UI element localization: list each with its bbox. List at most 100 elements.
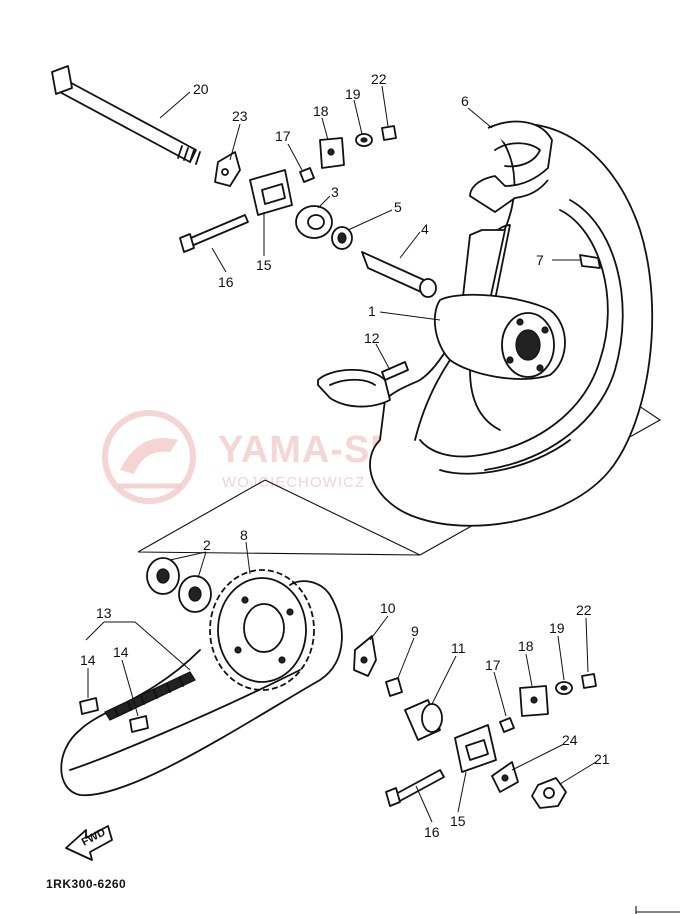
callout-10: 10 [380,600,396,616]
tire-section-top-inner [494,142,541,168]
callout-4: 4 [421,221,429,237]
leader-16a [211,247,227,273]
callout-5: 5 [394,199,402,215]
nut-lower [499,717,515,733]
leader-14b [121,659,139,717]
leader-19a [353,99,363,135]
callout-12: 12 [364,330,380,346]
callout-14: 14 [80,652,96,668]
axle-nut-hole [543,787,555,799]
leader-17b [493,671,507,717]
callout-17: 17 [275,128,291,144]
leader-11 [431,655,457,705]
leader-19b [557,635,565,681]
spoke-lower-2 [469,369,501,431]
collar-face [421,703,443,733]
leader-18a [321,117,329,141]
sprocket [209,569,315,691]
bracket-lower-hole [530,696,538,704]
callout-9: 9 [411,623,419,639]
washer-lower-hole [560,685,568,691]
leader-24 [511,743,565,771]
callout-8: 8 [240,527,248,543]
valve-stem [579,254,601,269]
callout-17: 17 [485,657,501,673]
watermark-logo [102,410,196,504]
cap-nut-top [381,125,397,141]
part-code: 1RK300-6260 [46,877,126,891]
callouts: 20 23 17 18 19 22 6 3 5 4 7 16 15 1 12 2… [80,71,610,840]
chain-joint-1 [79,697,99,715]
leader-lines [85,85,597,823]
leader-8 [245,541,251,575]
wheel-assembly [317,120,654,527]
bolt-small [385,677,403,697]
sprocket-bearing-1-hole [156,568,170,584]
tire-section-top [469,120,553,213]
washer-top-hole [360,137,368,143]
chain-puller-lower [353,635,377,677]
sprocket-bearing-2-hole [188,586,202,602]
callout-7: 7 [536,252,544,268]
stud-bolt [381,361,409,381]
callout-22: 22 [576,602,592,618]
adjuster-block-top-slot [261,183,286,205]
callout-18: 18 [518,638,534,654]
leader-17a [287,143,303,171]
leader-6 [467,107,493,129]
adjuster-block-lower-slot [465,739,489,761]
chain-section [104,671,196,721]
callout-19: 19 [345,86,361,102]
chain-section-links [114,677,184,717]
hub-bolt-2 [541,326,549,334]
leader-12 [375,343,391,371]
chain-puller-top-hole [221,168,229,176]
chain-puller-plate-hole [501,774,509,782]
leader-3 [317,195,331,209]
leader-5 [347,209,393,231]
wheel-group-outline [137,479,421,556]
spoke-lower [414,359,451,441]
tire-section-bottom-inner [329,378,376,386]
callout-1: 1 [368,303,376,319]
leader-21 [559,761,597,785]
rim-inner-3 [439,439,571,475]
leader-9 [397,637,415,679]
forward-arrow-shape [65,825,113,861]
axle [51,65,201,165]
spoke-tube [461,229,506,306]
sprocket-bolt-1 [241,596,249,604]
leader-20 [159,91,191,119]
chain-joint-2 [129,715,149,733]
leader-22a [381,85,389,127]
spacer-end [419,278,437,298]
leader-13 [85,621,191,671]
callout-16: 16 [424,824,440,840]
hub-bolt-3 [506,356,514,364]
leader-4 [399,231,421,259]
leader-10 [369,615,389,641]
nut-top [299,167,315,183]
callout-21: 21 [594,751,610,767]
bracket-top-hole [327,148,335,156]
callout-18: 18 [313,103,329,119]
adjuster-bolt-lower-head [385,787,401,807]
callout-15: 15 [256,257,272,273]
callout-22: 22 [371,71,387,87]
callout-16: 16 [218,274,234,290]
callout-14: 14 [113,644,129,660]
drive-chain-loop [60,580,343,796]
callout-11: 11 [451,640,466,656]
oil-seal-hole [337,232,347,244]
sprocket-bolt-4 [278,656,286,664]
adjuster-bolt-top-head [179,233,195,253]
leader-22b [585,617,589,673]
sprocket-bolt-2 [286,608,294,616]
adjuster-bolt-lower [393,769,445,803]
hub-bolt-1 [516,318,524,326]
leader-1 [379,311,441,321]
callout-19: 19 [549,620,565,636]
callout-6: 6 [461,93,469,109]
sprocket-center [243,603,285,653]
watermark-logo-mark [120,438,178,474]
